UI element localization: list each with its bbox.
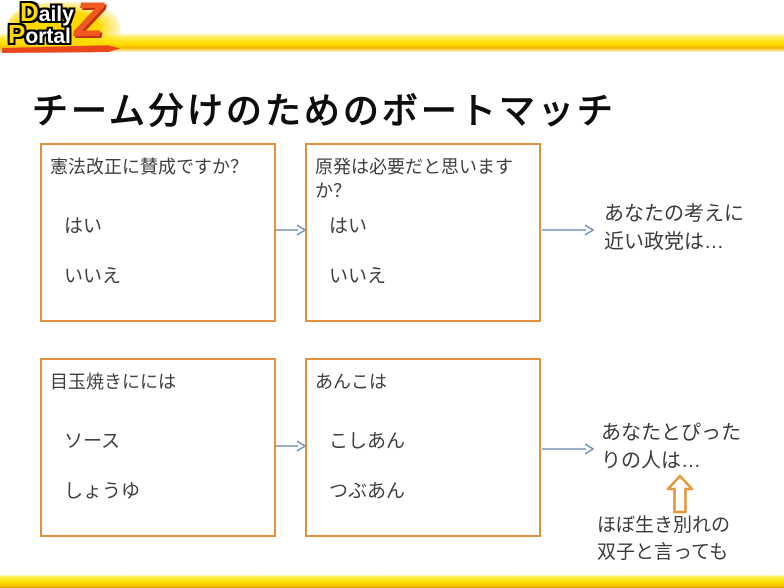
logo-text-portal: Portal: [8, 21, 71, 48]
question-box-friedegg: 目玉焼きにには ソース しょうゆ: [40, 358, 276, 537]
logo-text-daily: Daily: [20, 0, 74, 27]
question-text: 目玉焼きにには: [50, 372, 176, 392]
option-soy: しょうゆ: [64, 481, 141, 502]
question-box-constitution: 憲法改正に賛成ですか？ はい いいえ: [40, 143, 276, 322]
option-no: いいえ: [329, 266, 387, 287]
arrow-up-icon: [666, 474, 694, 514]
logo-z-letter: Z: [74, 0, 104, 47]
result-text-parties: あなたの考えに 近い政党は…: [604, 203, 744, 253]
logo-glow: [8, 2, 120, 52]
option-sauce: ソース: [64, 431, 121, 452]
question-text: 原発は必要だと思います か？: [315, 157, 513, 201]
logo-daily-rest: aily: [38, 3, 74, 26]
logo-portal-rest: ortal: [25, 25, 71, 48]
annotation-twins: ほぼ生き別れの 双子と言っても: [597, 515, 731, 563]
option-tsubuan: つぶあん: [329, 481, 406, 502]
question-text: あんこは: [315, 372, 387, 392]
option-koshian: こしあん: [329, 431, 406, 452]
bottom-yellow-band: [0, 575, 784, 588]
arrow-right-icon: [542, 443, 594, 455]
arrow-right-icon: [276, 440, 306, 452]
question-text: 憲法改正に賛成ですか？: [50, 157, 248, 177]
option-yes: はい: [329, 216, 368, 237]
logo-portal-cap: P: [8, 19, 26, 49]
site-logo: Z Daily Portal: [0, 0, 130, 56]
slide-title: チーム分けのためのボートマッチ: [32, 90, 616, 132]
arrow-right-icon: [542, 224, 594, 236]
question-box-nuclear: 原発は必要だと思います か？ はい いいえ: [305, 143, 541, 322]
question-box-anko: あんこは こしあん つぶあん: [305, 358, 541, 537]
option-no: いいえ: [64, 266, 122, 287]
arrow-right-icon: [276, 224, 306, 236]
result-text-match: あなたとぴった りの人は…: [601, 422, 741, 472]
logo-daily-cap: D: [20, 0, 39, 27]
option-yes: はい: [64, 216, 103, 237]
top-yellow-band: [0, 33, 784, 52]
